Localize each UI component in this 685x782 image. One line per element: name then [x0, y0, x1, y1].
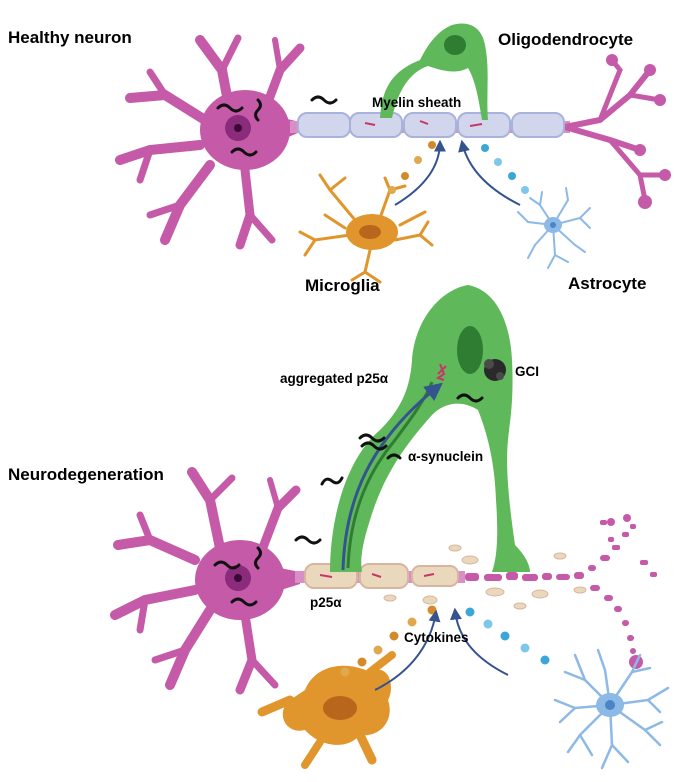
arrows-healthy — [394, 139, 521, 206]
healthy-neuron-label: Healthy neuron — [8, 28, 132, 47]
microglia-label: Microglia — [305, 276, 380, 295]
gci-label: GCI — [515, 364, 540, 379]
oligodendrocyte-healthy — [380, 23, 488, 120]
degenerating-neuron — [110, 467, 465, 695]
healthy-neuron — [115, 34, 671, 250]
arrows-inflammatory — [374, 607, 509, 691]
myelin-sheath-label: Myelin sheath — [372, 95, 462, 110]
synuclein-transfer-arrow — [341, 382, 443, 571]
cytokines-inflammatory — [340, 605, 550, 677]
neurodegeneration-label: Neurodegeneration — [8, 465, 164, 484]
microglia-activated — [257, 651, 396, 769]
oligodendrocyte-label: Oligodendrocyte — [498, 30, 634, 49]
astrocyte-healthy — [517, 187, 591, 269]
microglia-healthy — [298, 173, 434, 284]
alpha-synuclein-squiggles — [294, 433, 402, 545]
alpha-synuclein-label: α-synuclein — [408, 449, 484, 464]
myelin-sheath — [297, 112, 565, 138]
fragmented-axon — [465, 514, 657, 669]
aggregated-p25a-label: aggregated p25α — [280, 371, 389, 386]
p25a-marks — [319, 573, 435, 578]
cytokines-label: Cytokines — [404, 630, 469, 645]
p25a-label: p25α — [310, 595, 342, 610]
astrocyte-reactive — [553, 648, 670, 770]
oligodendrocyte-affected — [330, 285, 530, 572]
astrocyte-label: Astrocyte — [568, 274, 647, 293]
cytokines-healthy — [388, 141, 529, 194]
